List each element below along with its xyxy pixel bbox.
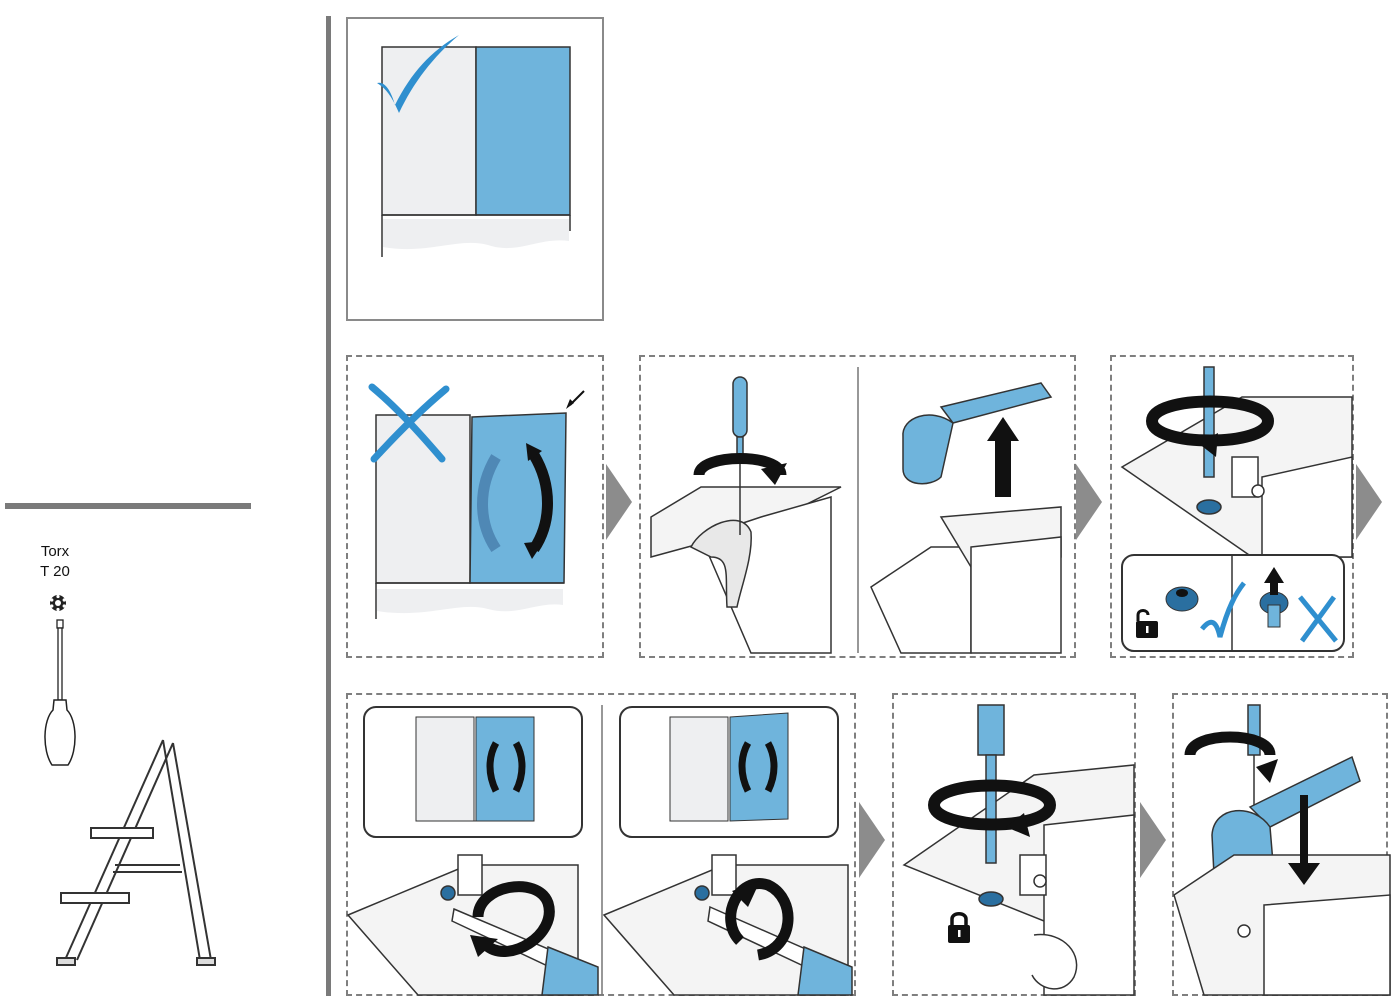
column-separator	[326, 16, 331, 996]
unlock-icon	[1136, 609, 1158, 638]
torx-bit-icon	[50, 594, 66, 612]
tools-divider	[5, 503, 251, 509]
stepladder-icon	[56, 739, 216, 966]
step-refit-cover	[1172, 693, 1391, 996]
next-arrow-icon	[1076, 464, 1102, 540]
torx-size-label: T 20	[40, 563, 70, 580]
step-loosen-and-remove-cover	[639, 355, 1076, 658]
tighten-screw-illustration	[902, 704, 1135, 996]
step-correct-alignment	[346, 17, 604, 321]
step-adjust-door-tilt	[346, 693, 856, 996]
aligned-doors	[381, 46, 571, 257]
next-arrow-icon	[606, 464, 632, 540]
lock-screw-illustration	[1120, 366, 1353, 652]
next-arrow-icon	[1356, 464, 1382, 540]
cover-screw-illustration	[650, 367, 1062, 654]
refit-cover-illustration	[1173, 704, 1391, 996]
cross-icon	[368, 383, 450, 463]
adjust-tilt-illustration	[346, 705, 853, 996]
screwdriver-icon	[44, 619, 76, 766]
check-icon	[377, 35, 459, 113]
step-tighten-lock-screw	[892, 693, 1136, 996]
torx-label: Torx	[40, 543, 70, 560]
next-arrow-icon	[1140, 802, 1166, 878]
next-arrow-icon	[859, 802, 885, 878]
step-misaligned-door	[346, 355, 604, 658]
step-loosen-lock-screw	[1110, 355, 1354, 658]
lock-icon	[948, 912, 970, 943]
